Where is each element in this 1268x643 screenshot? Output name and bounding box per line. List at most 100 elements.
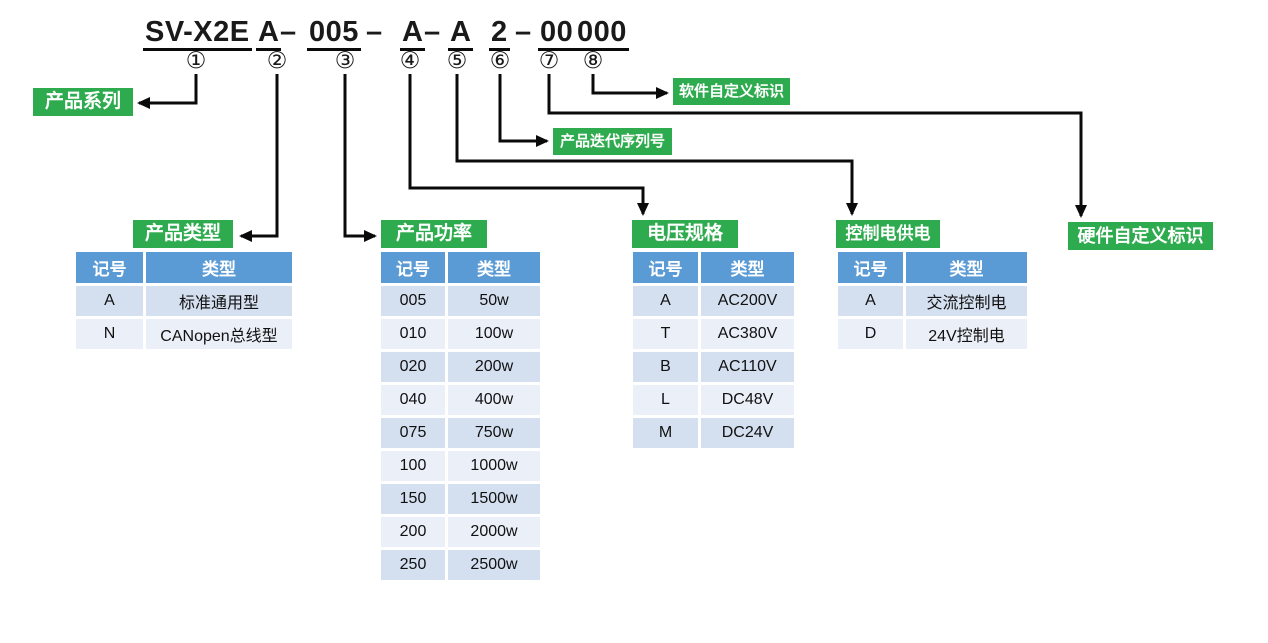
table-cell: A (838, 286, 903, 316)
table-row: B AC110V (633, 352, 794, 382)
table-row: 005 50w (381, 286, 540, 316)
table-header-cell: 记号 (381, 252, 445, 283)
table-cell: AC200V (701, 286, 794, 316)
table-row: D 24V控制电 (838, 319, 1027, 349)
callout-control-power: 控制电供电 (836, 220, 940, 248)
connector-arrow-2 (239, 74, 279, 242)
table-cell: A (633, 286, 698, 316)
table-cell: 100w (448, 319, 540, 349)
table-header-cell: 类型 (146, 252, 292, 283)
control-power-table: 记号 类型 A 交流控制电 D 24V控制电 (835, 249, 1030, 352)
table-row: A AC200V (633, 286, 794, 316)
position-marker-3: ③ (334, 48, 356, 74)
table-header-cell: 记号 (633, 252, 698, 283)
table-cell: 020 (381, 352, 445, 382)
callout-product-power: 产品功率 (381, 220, 487, 248)
table-row: 075 750w (381, 418, 540, 448)
table-row: 040 400w (381, 385, 540, 415)
table-cell: 010 (381, 319, 445, 349)
table-row: T AC380V (633, 319, 794, 349)
callout-hardware-id: 硬件自定义标识 (1068, 222, 1213, 250)
table-cell: 250 (381, 550, 445, 580)
table-header-cell: 类型 (448, 252, 540, 283)
callout-iteration-serial: 产品迭代序列号 (553, 128, 672, 155)
product-type-table: 记号 类型 A 标准通用型 N CANopen总线型 (73, 249, 295, 352)
table-cell: 100 (381, 451, 445, 481)
table-row: A 交流控制电 (838, 286, 1027, 316)
table-cell: DC24V (701, 418, 794, 448)
table-header-row: 记号 类型 (76, 252, 292, 283)
connector-arrow-6 (498, 74, 549, 147)
table-cell: AC110V (701, 352, 794, 382)
table-cell: D (838, 319, 903, 349)
table-header-cell: 类型 (906, 252, 1027, 283)
position-marker-6: ⑥ (489, 48, 511, 74)
model-code-separator: – (424, 16, 441, 48)
table-header-cell: 记号 (838, 252, 903, 283)
table-cell: 150 (381, 484, 445, 514)
table-cell: 1500w (448, 484, 540, 514)
table-row: A 标准通用型 (76, 286, 292, 316)
model-code-segment: A (400, 17, 426, 51)
table-cell: 24V控制电 (906, 319, 1027, 349)
voltage-spec-table: 记号 类型 A AC200V T AC380V B AC110V L DC48V (630, 249, 797, 451)
table-cell: B (633, 352, 698, 382)
table-cell: 标准通用型 (146, 286, 292, 316)
model-code-separator: – (280, 16, 297, 48)
model-code-segment: SV-X2E (143, 17, 252, 51)
position-marker-8: ⑧ (582, 48, 604, 74)
table-cell: AC380V (701, 319, 794, 349)
table-header-row: 记号 类型 (838, 252, 1027, 283)
model-code-segment: 00 (538, 17, 576, 51)
table-row: 150 1500w (381, 484, 540, 514)
product-power-table: 记号 类型 005 50w 010 100w 020 200w 040 400w (378, 249, 543, 583)
model-code-segment: 2 (489, 17, 510, 51)
table-cell: 200 (381, 517, 445, 547)
table-cell: 2500w (448, 550, 540, 580)
table-cell: 2000w (448, 517, 540, 547)
position-marker-5: ⑤ (446, 48, 468, 74)
table-cell: DC48V (701, 385, 794, 415)
position-marker-1: ① (185, 48, 207, 74)
table-header-cell: 类型 (701, 252, 794, 283)
connector-arrow-3 (343, 74, 377, 242)
model-code-segment: 005 (307, 17, 361, 51)
connector-arrow-8 (591, 74, 669, 99)
table-row: 010 100w (381, 319, 540, 349)
callout-product-series: 产品系列 (33, 88, 133, 116)
table-cell: 040 (381, 385, 445, 415)
connector-arrow-1 (137, 74, 198, 109)
position-marker-4: ④ (399, 48, 421, 74)
table-row: 020 200w (381, 352, 540, 382)
table-cell: 750w (448, 418, 540, 448)
table-cell: L (633, 385, 698, 415)
table-row: 250 2500w (381, 550, 540, 580)
table-cell: N (76, 319, 143, 349)
table-row: N CANopen总线型 (76, 319, 292, 349)
table-cell: 交流控制电 (906, 286, 1027, 316)
model-code-separator: – (366, 16, 383, 48)
model-code-separator: – (515, 16, 532, 48)
table-row: M DC24V (633, 418, 794, 448)
position-marker-2: ② (266, 48, 288, 74)
table-header-row: 记号 类型 (381, 252, 540, 283)
callout-software-id: 软件自定义标识 (673, 78, 790, 105)
table-cell: A (76, 286, 143, 316)
model-code-segment: A (448, 17, 474, 51)
callout-voltage-spec: 电压规格 (632, 220, 738, 248)
table-cell: 400w (448, 385, 540, 415)
table-cell: CANopen总线型 (146, 319, 292, 349)
table-cell: 1000w (448, 451, 540, 481)
table-row: 200 2000w (381, 517, 540, 547)
table-row: L DC48V (633, 385, 794, 415)
model-code-segment: 000 (575, 17, 629, 51)
table-header-row: 记号 类型 (633, 252, 794, 283)
table-cell: M (633, 418, 698, 448)
callout-product-type: 产品类型 (133, 220, 233, 248)
table-row: 100 1000w (381, 451, 540, 481)
table-header-cell: 记号 (76, 252, 143, 283)
table-cell: T (633, 319, 698, 349)
position-marker-7: ⑦ (538, 48, 560, 74)
table-cell: 075 (381, 418, 445, 448)
